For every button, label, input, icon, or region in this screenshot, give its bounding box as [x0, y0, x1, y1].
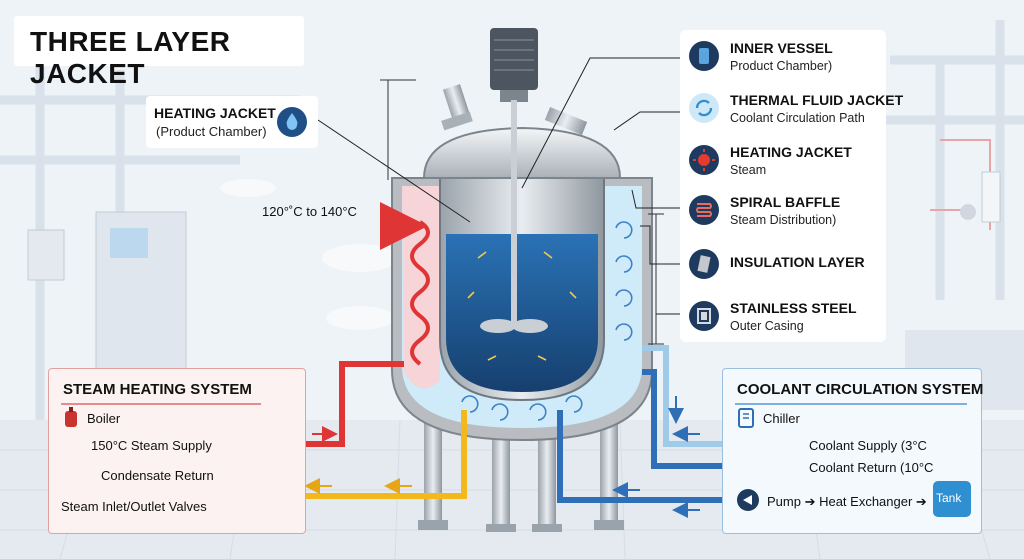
legend-title: STAINLESS STEEL — [730, 300, 857, 316]
spiral-icon — [688, 194, 720, 226]
heat-icon — [688, 144, 720, 176]
chiller-label: Chiller — [763, 411, 800, 426]
circulation-icon — [688, 92, 720, 124]
heating-jacket-zone — [402, 186, 440, 388]
legend-subtitle: Product Chamber) — [730, 59, 832, 73]
legend-panel: INNER VESSEL Product Chamber) THERMAL FL… — [680, 30, 886, 342]
condensate-return-label: Condensate Return — [101, 468, 214, 483]
coolant-supply-label: Coolant Supply (3°C — [809, 438, 927, 453]
legend-title: INNER VESSEL — [730, 40, 833, 56]
legend-item-heating-jacket: HEATING JACKET Steam — [680, 138, 886, 182]
legend-item-thermal-fluid: THERMAL FLUID JACKET Coolant Circulation… — [680, 86, 886, 130]
legend-subtitle: Coolant Circulation Path — [730, 111, 865, 125]
steam-heating-panel: STEAM HEATING SYSTEM Boiler 150°C Steam … — [48, 368, 306, 534]
temperature-label: 120°˚C to 140°C — [262, 204, 357, 219]
water-drop-icon — [276, 106, 308, 138]
chiller-icon — [737, 407, 755, 429]
legend-title: THERMAL FLUID JACKET — [730, 92, 903, 108]
coolant-panel-title: COOLANT CIRCULATION SYSTEM — [737, 381, 983, 398]
callout-subtitle: (Product Chamber) — [156, 124, 267, 139]
legend-item-insulation: INSULATION LAYER — [680, 242, 886, 286]
legend-subtitle: Steam Distribution) — [730, 213, 836, 227]
boiler-icon — [63, 407, 79, 429]
title-box: THREE LAYER JACKET — [14, 16, 304, 66]
legend-item-stainless-steel: STAINLESS STEEL Outer Casing — [680, 294, 886, 338]
pump-icon — [735, 487, 761, 513]
legend-subtitle: Outer Casing — [730, 319, 804, 333]
callout-title: HEATING JACKET — [154, 105, 276, 121]
tank-label: Tank — [936, 491, 961, 505]
legend-title: SPIRAL BAFFLE — [730, 194, 840, 210]
insulation-icon — [688, 248, 720, 280]
diagram-title: THREE LAYER JACKET — [30, 26, 304, 90]
legend-item-inner-vessel: INNER VESSEL Product Chamber) — [680, 34, 886, 78]
coolant-panel-divider — [735, 403, 967, 405]
casing-icon — [688, 300, 720, 332]
steam-supply-label: 150°C Steam Supply — [91, 438, 212, 453]
tank-box: Tank — [933, 481, 971, 517]
legend-subtitle: Steam — [730, 163, 766, 177]
coolant-circulation-panel: COOLANT CIRCULATION SYSTEM Chiller Coola… — [722, 368, 982, 534]
steam-panel-divider — [61, 403, 261, 405]
heating-jacket-callout: HEATING JACKET (Product Chamber) — [146, 96, 318, 148]
legend-title: INSULATION LAYER — [730, 254, 865, 270]
steam-panel-title: STEAM HEATING SYSTEM — [63, 381, 252, 398]
legend-item-spiral-baffle: SPIRAL BAFFLE Steam Distribution) — [680, 188, 886, 232]
product-liquid — [446, 234, 598, 392]
coolant-return-label: Coolant Return (10°C — [809, 460, 933, 475]
vessel-icon — [688, 40, 720, 72]
steam-valves-label: Steam Inlet/Outlet Valves — [61, 499, 207, 514]
pump-heat-exchanger-label: Pump ➔ Heat Exchanger ➔ — [767, 494, 927, 510]
boiler-label: Boiler — [87, 411, 120, 426]
legend-title: HEATING JACKET — [730, 144, 852, 160]
